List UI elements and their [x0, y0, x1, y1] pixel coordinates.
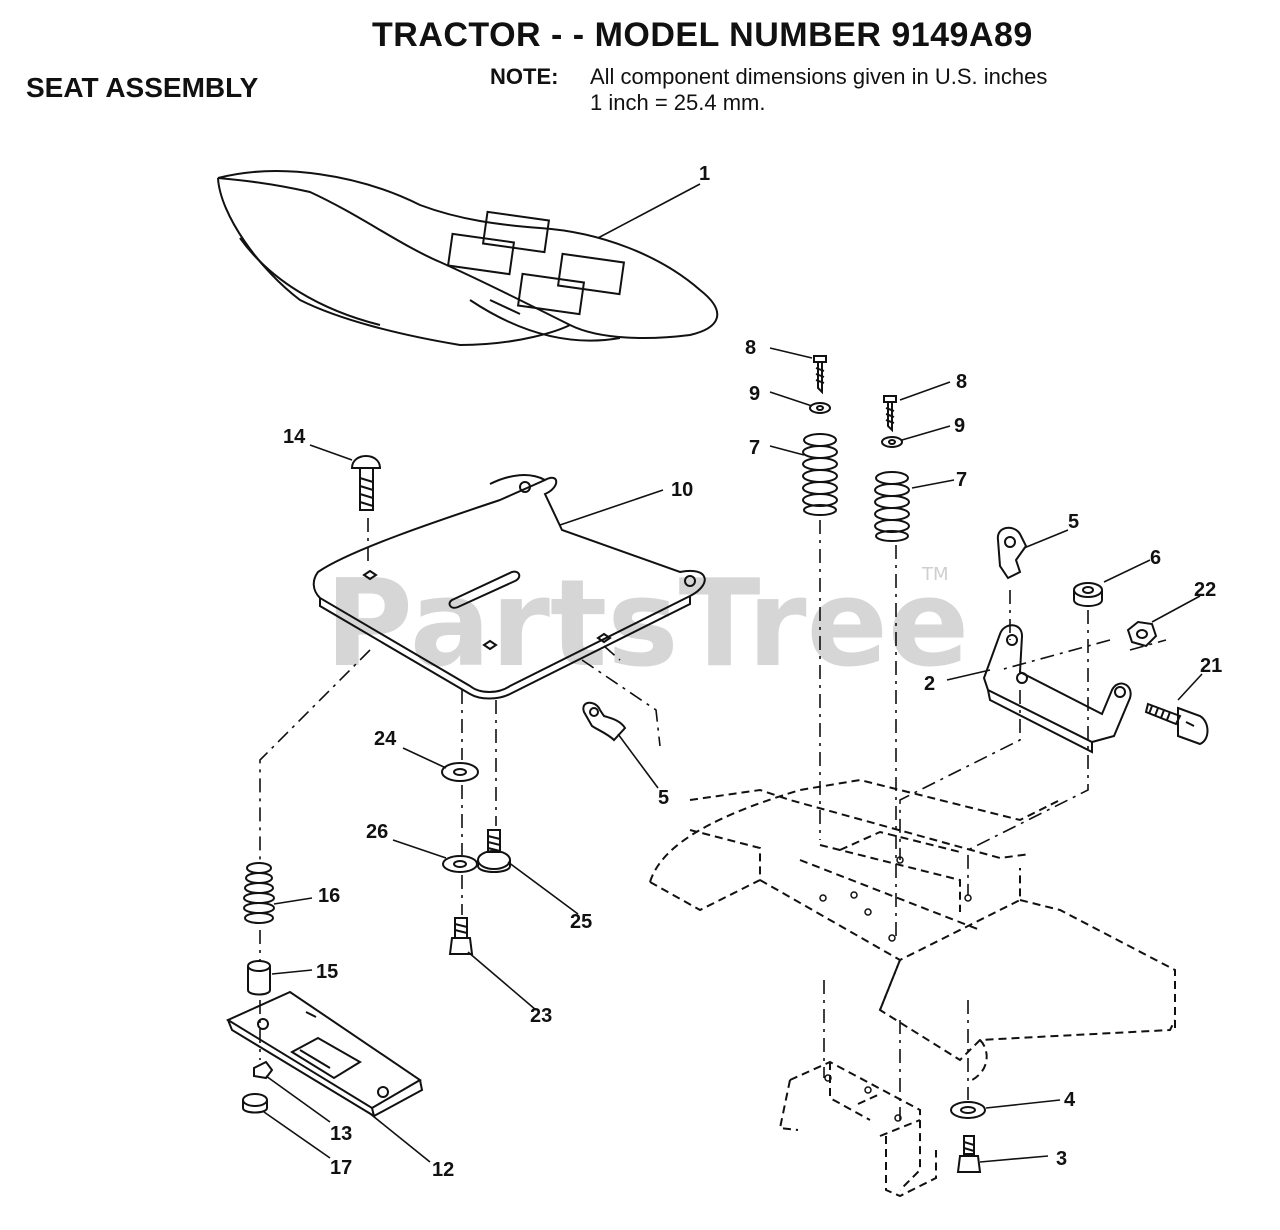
- callout-24: 24: [374, 728, 397, 750]
- callout-6: 6: [1150, 547, 1161, 569]
- callout-26: 26: [366, 821, 388, 843]
- callout-14: 14: [283, 426, 306, 448]
- callout-7-left: 7: [749, 437, 760, 459]
- callout-1: 1: [699, 163, 710, 185]
- nut-13-part: [253, 1060, 274, 1080]
- section-title: SEAT ASSEMBLY: [26, 72, 259, 103]
- seat-pan-part: [312, 474, 706, 700]
- washer-26-part: [442, 855, 478, 873]
- screw-8-right-part: [883, 395, 897, 433]
- pivot-bracket-part: [982, 624, 1132, 754]
- callout-10: 10: [671, 479, 693, 501]
- callout-22: 22: [1194, 579, 1216, 601]
- callout-17: 17: [330, 1157, 352, 1179]
- callout-25: 25: [570, 911, 592, 933]
- nut-17-part: [242, 1093, 268, 1114]
- nut-22-part: [1126, 620, 1158, 648]
- callout-21: 21: [1200, 655, 1222, 677]
- callout-3: 3: [1056, 1148, 1067, 1170]
- bolt-23-part: [448, 917, 474, 955]
- callout-labels: 1 2 3 4 5 5 6 7 7 8 8 9 9 10 12 13 14 15…: [283, 163, 1222, 1181]
- carriage-bolt-part: [350, 455, 382, 511]
- callout-7-right: 7: [956, 469, 967, 491]
- slide-plate-12-part: [225, 990, 424, 1119]
- callout-5-lower: 5: [658, 787, 669, 809]
- callout-15: 15: [316, 961, 338, 983]
- leader-lines: [263, 183, 1203, 1163]
- spring-16-part: [243, 862, 275, 924]
- note-label: NOTE:: [490, 64, 559, 89]
- watermark-tm: TM: [921, 564, 949, 585]
- callout-9-left: 9: [749, 383, 760, 405]
- note-line-1: All component dimensions given in U.S. i…: [590, 64, 1048, 89]
- callout-8-left: 8: [745, 337, 756, 359]
- callout-4: 4: [1064, 1089, 1076, 1111]
- callout-9-right: 9: [954, 415, 965, 437]
- tractor-frame-outline: [649, 778, 1176, 1198]
- nut-6-part: [1073, 582, 1103, 607]
- spring-7-left-part: [802, 433, 838, 516]
- seat-part: [217, 170, 719, 347]
- callout-16: 16: [318, 885, 340, 907]
- page-title: TRACTOR - - MODEL NUMBER 9149A89: [372, 16, 1033, 54]
- alignment-lines: [259, 518, 1167, 1120]
- spring-7-right-part: [874, 471, 910, 542]
- callout-8-right: 8: [956, 371, 967, 393]
- washer-4-part: [950, 1101, 986, 1119]
- washer-9-right-part: [881, 436, 903, 448]
- washer-24-part: [441, 762, 479, 782]
- bolt-3-part: [956, 1135, 982, 1173]
- screw-8-left-part: [813, 355, 827, 395]
- shoulder-bolt-25-part: [477, 829, 511, 873]
- bushing-15-part: [247, 960, 271, 996]
- bolt-21-part: [1144, 702, 1209, 746]
- callout-5-upper: 5: [1068, 511, 1079, 533]
- callout-13: 13: [330, 1123, 352, 1145]
- clip-5-upper-part: [996, 526, 1028, 580]
- note-line-2: 1 inch = 25.4 mm.: [590, 90, 766, 115]
- dimension-note: NOTE: All component dimensions given in U…: [490, 64, 1047, 116]
- clip-5-lower-part: [582, 701, 627, 742]
- washer-9-left-part: [809, 402, 831, 414]
- callout-23: 23: [530, 1005, 552, 1027]
- callout-2: 2: [924, 673, 935, 695]
- callout-12: 12: [432, 1159, 454, 1181]
